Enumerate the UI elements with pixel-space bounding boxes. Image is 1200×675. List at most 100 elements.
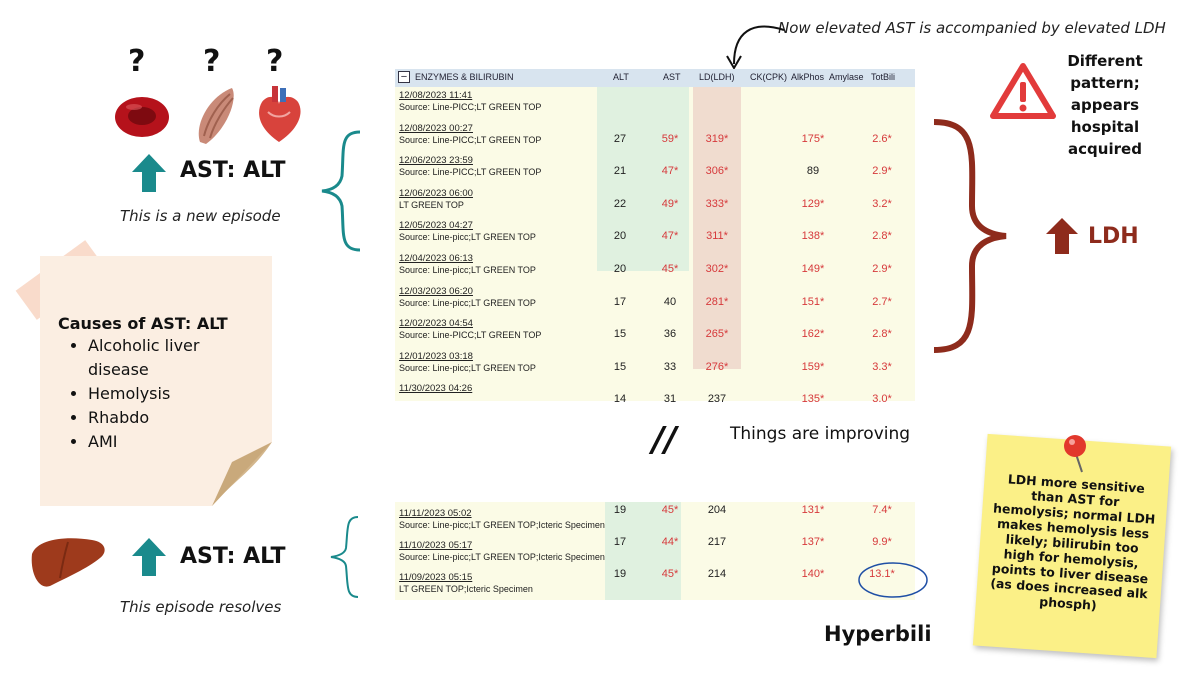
collapse-icon[interactable]: − [398,71,410,83]
cell-ldh: 265* [705,328,729,341]
ldh-label: LDH [1088,224,1139,249]
cell-ast: 36 [663,328,677,341]
muscle-icon [198,88,234,144]
cell-alp: 151* [801,295,825,308]
row-date[interactable]: 12/04/2023 06:13 [399,253,473,264]
teal-brace-top [321,130,361,252]
teal-brace-bottom [330,516,359,598]
cell-alt: 17 [613,295,627,308]
up-arrow-icon [132,538,166,576]
cell-alp: 135* [801,393,825,406]
cell-bili: 3.3* [872,360,892,373]
cell-ast: 45* [661,263,679,275]
row-date[interactable]: 12/01/2023 03:18 [399,350,473,362]
row-source: Source: Line-picc;LT GREEN TOP [399,265,536,275]
cell-bili: 2.9* [872,263,892,275]
ast-alt-label-top: AST: ALT [180,158,286,183]
cell-alp: 129* [801,197,825,210]
row-source: Source: Line-PICC;LT GREEN TOP [399,330,542,341]
row-date[interactable]: 11/09/2023 05:15 [399,572,473,583]
cell-ast: 47* [661,165,679,178]
new-episode-text: This is a new episode [120,207,281,225]
cell-bili: 7.4* [872,504,892,516]
cell-ldh: 319* [705,132,729,145]
cell-bili: 2.8* [872,328,892,341]
cell-alt: 19 [613,568,627,580]
col-ast: AST [663,72,681,82]
causes-sticky-note: Causes of AST: ALT Alcoholic liver disea… [40,256,272,506]
row-source: Source: Line-PICC;LT GREEN TOP [399,134,542,145]
row-date[interactable]: 11/11/2023 05:02 [399,508,472,519]
different-pattern-text: Different pattern; appears hospital acqu… [1067,52,1143,158]
cell-alt: 15 [613,328,627,341]
lab-table-top: − ENZYMES & BILIRUBIN ALT AST LD(LDH) CK… [395,69,915,405]
cell-alt: 27 [613,132,627,145]
cell-alp: 131* [801,504,825,516]
cause-item: Rhabdo [88,406,258,430]
col-ldh: LD(LDH) [699,72,735,82]
cell-ast: 49* [661,197,679,210]
ldh-note: Now elevated AST is accompanied by eleva… [778,19,1166,37]
cell-bili: 2.9* [872,165,892,178]
break-mark: // [652,420,677,460]
row-date[interactable]: 12/08/2023 11:41 [399,90,473,101]
col-totbili: TotBili [871,72,896,82]
cell-ldh: 276* [705,360,729,373]
cell-ast: 33 [663,360,677,373]
cell-ldh: 237 [707,393,727,406]
improving-text: Things are improving [730,424,911,444]
ast-alt-label-bottom: AST: ALT [180,544,286,569]
cell-alp: 140* [801,568,825,580]
cell-alt: 21 [613,165,627,178]
row-date[interactable]: 12/02/2023 04:54 [399,318,473,330]
heart-icon [259,86,301,142]
row-source: Source: Line-PICC;LT GREEN TOP [399,167,542,178]
cell-ast: 44* [661,536,679,548]
cell-alt: 19 [613,504,627,516]
pushpin-icon [1064,435,1086,473]
cell-alt: 20 [613,263,627,275]
cell-bili: 3.2* [872,197,892,210]
causes-list: Alcoholic liver disease Hemolysis Rhabdo… [68,334,258,454]
cell-ldh: 306* [705,165,729,178]
episode-resolves-text: This episode resolves [120,598,282,616]
row-date[interactable]: 12/05/2023 04:27 [399,220,473,232]
row-date[interactable]: 12/06/2023 23:59 [399,155,473,167]
cell-alt: 22 [613,197,627,210]
row-source: Source: Line-picc;LT GREEN TOP [399,232,536,243]
cell-alp: 162* [801,328,825,341]
row-date[interactable]: 12/06/2023 06:00 [399,187,473,199]
cell-alt: 15 [613,360,627,373]
row-source: LT GREEN TOP;Icteric Specimen [399,584,533,594]
cause-item: AMI [88,430,258,454]
cell-ast: 31 [663,393,677,406]
cause-item: Hemolysis [88,382,258,406]
cell-ldh: 302* [705,263,729,275]
row-source: Source: Line-PICC;LT GREEN TOP [399,102,542,112]
col-amylase: Amylase [829,72,864,82]
question-mark: ? [266,44,284,79]
question-mark: ? [128,44,146,79]
cell-ast: 59* [661,132,679,145]
row-source: Source: Line-picc;LT GREEN TOP [399,297,536,308]
row-date[interactable]: 11/30/2023 04:26 [399,383,473,395]
cell-ldh: 281* [705,295,729,308]
cell-bili: 2.6* [872,132,892,145]
cell-ldh: 214 [707,568,727,580]
cell-bili: 13.1* [869,568,895,580]
liver-icon [31,538,105,587]
table-title: ENZYMES & BILIRUBIN [415,72,514,82]
causes-title: Causes of AST: ALT [58,314,228,333]
row-date[interactable]: 11/10/2023 05:17 [399,540,473,551]
col-ck: CK(CPK) [750,72,788,82]
cell-alp: 89 [806,165,820,178]
cell-alt: 14 [613,393,627,406]
cell-ast: 47* [661,230,679,243]
row-date[interactable]: 12/03/2023 06:20 [399,285,473,297]
cell-ast: 45* [661,568,679,580]
row-date[interactable]: 12/08/2023 00:27 [399,122,473,134]
cell-alt: 20 [613,230,627,243]
cell-alp: 149* [801,263,825,275]
hyperbili-label: Hyperbili [824,622,932,646]
